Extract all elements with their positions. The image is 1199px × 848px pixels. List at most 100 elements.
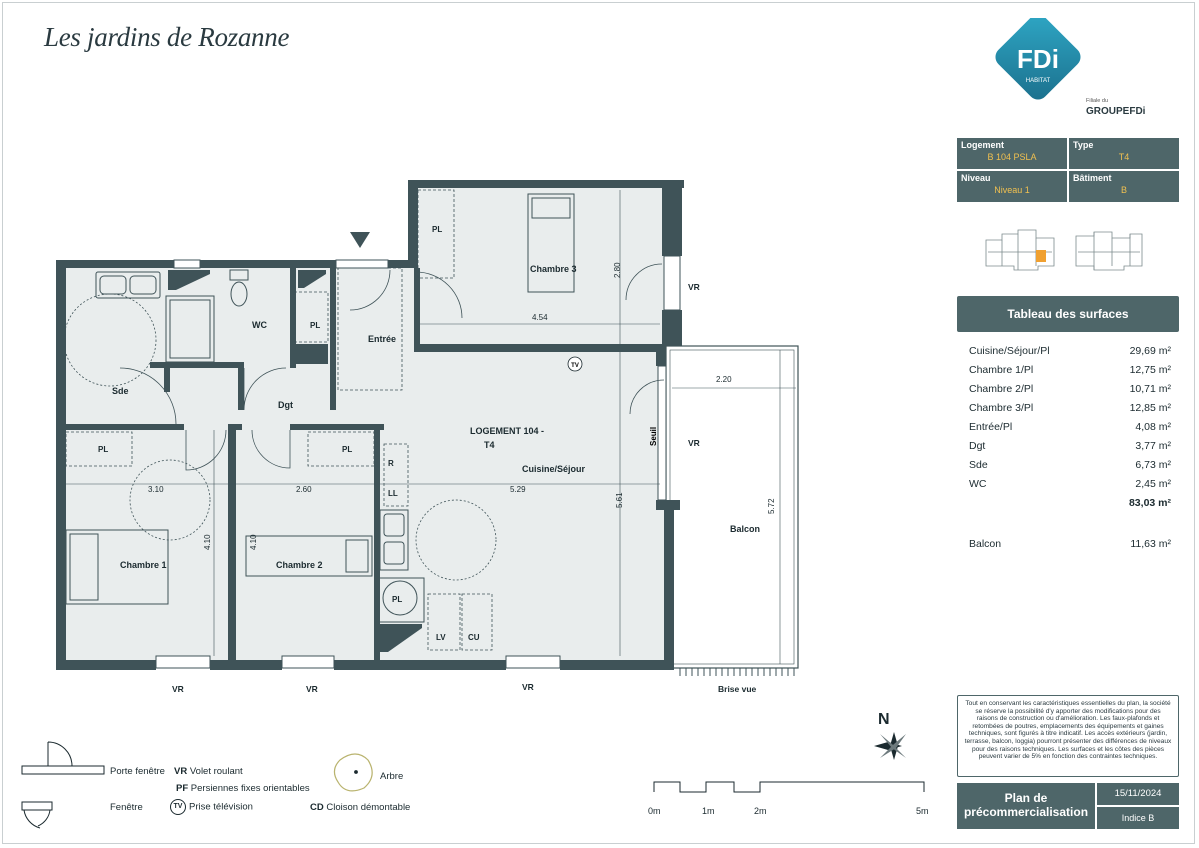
info-table: Logement B 104 PSLA Type T4 Niveau Nivea… xyxy=(957,138,1179,202)
dim-label: 2.60 xyxy=(296,485,312,494)
legend-cd-abbr: CD xyxy=(310,802,324,813)
surface-row: Dgt 3,77 m² xyxy=(969,438,1173,457)
surface-value: 12,75 m² xyxy=(1129,364,1171,376)
surface-total: 83,03 m² xyxy=(1128,497,1171,509)
label-pl-ch1: PL xyxy=(98,445,108,454)
windows xyxy=(155,255,681,669)
surface-name: Dgt xyxy=(969,440,986,452)
surface-value: 4,08 m² xyxy=(1135,421,1171,433)
label-chambre2: Chambre 2 xyxy=(276,560,323,570)
surface-row: WC 2,45 m² xyxy=(969,476,1173,495)
dimension-lines xyxy=(66,190,796,664)
legend-vr-abbr: VR xyxy=(174,766,188,777)
surface-name: Sde xyxy=(969,459,988,471)
surface-name: WC xyxy=(969,478,987,490)
legend-pf: PF Persiennes fixes orientables xyxy=(176,783,310,794)
key-plan xyxy=(985,229,1143,271)
balcony xyxy=(665,345,799,676)
vr-label: VR xyxy=(172,684,184,694)
surface-value: 2,45 m² xyxy=(1135,478,1171,490)
vr-label: VR xyxy=(688,282,700,292)
logo-sub: HABITAT xyxy=(1026,78,1051,84)
total-row: 83,03 m² xyxy=(969,495,1173,513)
label-wc: WC xyxy=(252,320,267,330)
label-cuisine: Cuisine/Séjour xyxy=(522,464,586,474)
label-sde: Sde xyxy=(112,386,129,396)
niveau-label: Niveau xyxy=(961,173,991,183)
tv-outlet-icon xyxy=(567,356,583,372)
surface-row: Chambre 1/Pl 12,75 m² xyxy=(969,362,1173,381)
dim-label: 4.10 xyxy=(203,534,212,550)
floor-area xyxy=(60,186,664,666)
door-swings xyxy=(63,263,665,581)
label-pl-kitchen: PL xyxy=(392,595,402,604)
page-title: Les jardins de Rozanne xyxy=(44,22,290,52)
surface-value: 12,85 m² xyxy=(1129,402,1171,414)
floor-plan: Chambre 3 WC Entrée Sde Dgt LOGEMENT 104… xyxy=(21,180,929,829)
legend-tv-abbr: TV xyxy=(170,799,186,815)
room-labels: Chambre 3 WC Entrée Sde Dgt LOGEMENT 104… xyxy=(98,225,760,642)
surface-name: Chambre 3/Pl xyxy=(969,402,1034,414)
label-r: R xyxy=(388,459,394,468)
surface-row: Chambre 3/Pl 12,85 m² xyxy=(969,400,1173,419)
niveau-cell: Niveau Niveau 1 xyxy=(957,171,1067,202)
fdi-logo: FDi HABITAT Filiale du GROUPEFDi xyxy=(995,18,1146,117)
logement-value: B 104 PSLA xyxy=(987,152,1037,162)
scale-labels: 0m 1m 2m 5m xyxy=(648,806,929,816)
balcon-surface-row: Balcon 11,63 m² xyxy=(969,538,1173,550)
vr-labels: VR VR VR VR VR Brise vue xyxy=(172,282,757,694)
brise-vue-label: Brise vue xyxy=(718,684,757,694)
surface-name: Entrée/Pl xyxy=(969,421,1013,433)
legend-vr: VR Volet roulant xyxy=(174,766,243,777)
legend-vr-text: Volet roulant xyxy=(189,766,243,777)
type-label: Type xyxy=(1073,140,1094,150)
batiment-value: B xyxy=(1120,185,1127,195)
label-entree: Entrée xyxy=(368,334,396,344)
label-pl-entree: PL xyxy=(310,321,320,330)
legend-fenetre: Fenêtre xyxy=(110,802,143,813)
batiment-cell: Bâtiment B xyxy=(1069,171,1179,202)
scale-bar xyxy=(653,781,925,793)
legend-pf-text: Persiennes fixes orientables xyxy=(190,783,310,794)
label-seuil: Seuil xyxy=(649,427,658,446)
surface-name: Chambre 1/Pl xyxy=(969,364,1034,376)
scale-label: 5m xyxy=(916,806,929,816)
logement-cell: Logement B 104 PSLA xyxy=(957,138,1067,169)
label-ll: LL xyxy=(388,489,398,498)
fixtures xyxy=(65,193,575,623)
surface-value: 29,69 m² xyxy=(1129,345,1171,357)
label-chambre1: Chambre 1 xyxy=(120,560,167,570)
surface-value: 6,73 m² xyxy=(1135,459,1171,471)
label-pl-ch2: PL xyxy=(342,445,352,454)
balcon-surface-value: 11,63 m² xyxy=(1130,538,1171,550)
key-plan-highlight xyxy=(1036,250,1046,262)
dark-blocks xyxy=(168,270,422,652)
label-cu: CU xyxy=(468,633,480,642)
label-tv: TV xyxy=(571,363,579,369)
vr-label: VR xyxy=(522,682,534,692)
niveau-value: Niveau 1 xyxy=(994,185,1030,195)
logement-label: Logement xyxy=(961,140,1005,150)
dim-label: 3.10 xyxy=(148,485,164,494)
label-chambre3: Chambre 3 xyxy=(530,264,577,274)
label-balcon: Balcon xyxy=(730,524,760,534)
plan-status-box: Plan de précommercialisation 15/11/2024 … xyxy=(957,783,1179,829)
plan-status: Plan de précommercialisation xyxy=(957,783,1095,829)
surface-name: Chambre 2/Pl xyxy=(969,383,1034,395)
dim-label: 2.20 xyxy=(716,375,732,384)
dim-label: 5.72 xyxy=(767,498,776,514)
dim-label: 5.61 xyxy=(615,492,624,508)
plan-date: 15/11/2024 xyxy=(1097,783,1179,805)
surface-value: 3,77 m² xyxy=(1135,440,1171,452)
type-cell: Type T4 xyxy=(1069,138,1179,169)
legend-porte-fenetre: Porte fenêtre xyxy=(110,766,165,777)
surface-name: Cuisine/Séjour/Pl xyxy=(969,345,1050,357)
surfaces-list: Cuisine/Séjour/Pl 29,69 m² Chambre 1/Pl 12… xyxy=(969,343,1173,513)
group-name: GROUPEFDi xyxy=(1086,106,1146,117)
closets xyxy=(65,189,493,651)
legend-symbols xyxy=(21,741,373,829)
label-logement: LOGEMENT 104 - xyxy=(470,426,544,436)
compass-north: N xyxy=(878,711,890,728)
